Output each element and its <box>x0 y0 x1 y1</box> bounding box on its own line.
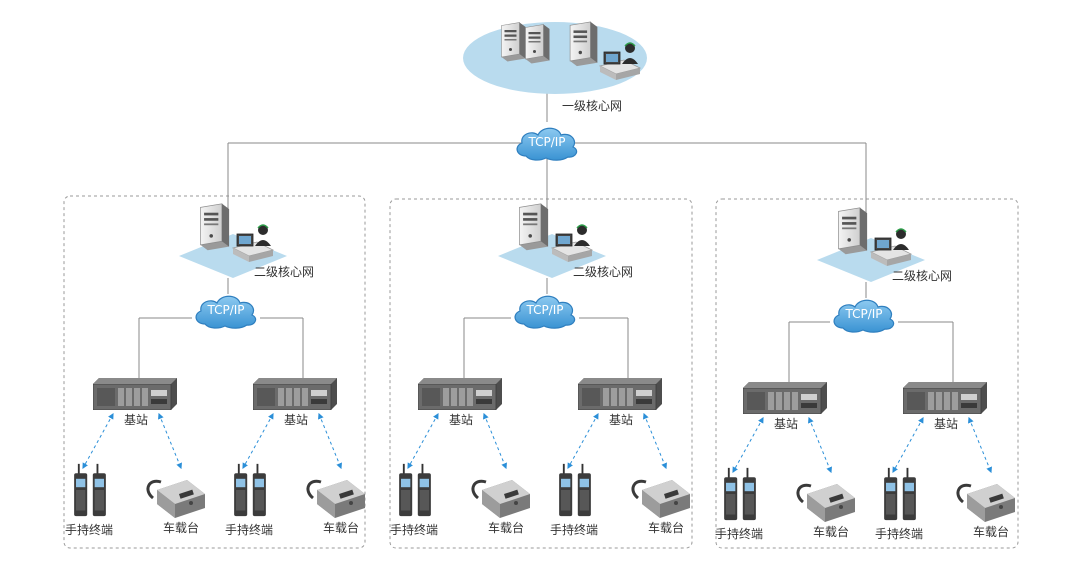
handheld-radio-icon <box>234 463 266 517</box>
base-station-label: 基站 <box>934 417 958 431</box>
base-station-label: 基站 <box>284 413 308 427</box>
base-station-icon <box>903 382 987 414</box>
handheld-label: 手持终端 <box>875 526 923 541</box>
radio-link <box>643 412 667 470</box>
radio-link <box>242 412 274 470</box>
handheld-label: 手持终端 <box>225 522 273 537</box>
radio-link <box>892 416 924 474</box>
radio-link <box>968 416 992 474</box>
region-cloud-label: TCP/IP <box>206 303 244 317</box>
region-frame <box>389 198 693 549</box>
handheld-label: 手持终端 <box>390 522 438 537</box>
handheld-label: 手持终端 <box>550 522 598 537</box>
radio-link <box>82 412 114 470</box>
vehicle-radio-icon <box>306 478 367 520</box>
vehicle-radio-icon <box>956 482 1017 524</box>
operator-icon <box>551 224 593 262</box>
handheld-radio-icon <box>74 463 106 517</box>
base-station-icon <box>578 378 662 410</box>
region-cloud-label: TCP/IP <box>844 307 882 321</box>
base-station-label: 基站 <box>774 417 798 431</box>
radio-link <box>407 412 439 470</box>
server-icon <box>200 203 230 251</box>
base-station-label: 基站 <box>124 413 148 427</box>
vehicle-label: 车载台 <box>813 524 849 539</box>
base-station-icon <box>743 382 827 414</box>
radio-link <box>808 416 832 474</box>
base-station-icon <box>253 378 337 410</box>
base-station-label: 基站 <box>449 413 473 427</box>
region-core-label: 二级核心网 <box>892 269 952 283</box>
server-icon <box>525 24 550 64</box>
region-frame <box>63 195 366 549</box>
handheld-label: 手持终端 <box>715 526 763 541</box>
server-icon <box>569 21 598 67</box>
vehicle-label: 车载台 <box>163 520 199 535</box>
operator-icon <box>870 228 912 266</box>
handheld-radio-icon <box>884 467 916 521</box>
region-core-label: 二级核心网 <box>573 265 633 279</box>
vehicle-label: 车载台 <box>973 524 1009 539</box>
server-icon <box>838 207 868 255</box>
vehicle-radio-icon <box>471 478 532 520</box>
handheld-radio-icon <box>724 467 756 521</box>
vehicle-label: 车载台 <box>488 520 524 535</box>
base-station-icon <box>93 378 177 410</box>
radio-link <box>567 412 599 470</box>
vehicle-radio-icon <box>796 482 857 524</box>
server-icon <box>501 22 526 62</box>
region-cloud-label: TCP/IP <box>525 303 563 317</box>
vehicle-radio-icon <box>146 478 207 520</box>
handheld-radio-icon <box>559 463 591 517</box>
radio-link <box>732 416 764 474</box>
operator-icon <box>232 224 274 262</box>
top-core-label: 一级核心网 <box>562 99 622 113</box>
top-cloud-label: TCP/IP <box>527 135 565 149</box>
base-station-label: 基站 <box>609 413 633 427</box>
handheld-label: 手持终端 <box>65 522 113 537</box>
handheld-radio-icon <box>399 463 431 517</box>
vehicle-radio-icon <box>631 478 692 520</box>
radio-link <box>483 412 507 470</box>
server-icon <box>519 203 549 251</box>
radio-link <box>158 412 182 470</box>
vehicle-label: 车载台 <box>648 520 684 535</box>
region-frame <box>715 198 1019 549</box>
vehicle-label: 车载台 <box>323 520 359 535</box>
region-core-label: 二级核心网 <box>254 265 314 279</box>
radio-link <box>318 412 342 470</box>
base-station-icon <box>418 378 502 410</box>
